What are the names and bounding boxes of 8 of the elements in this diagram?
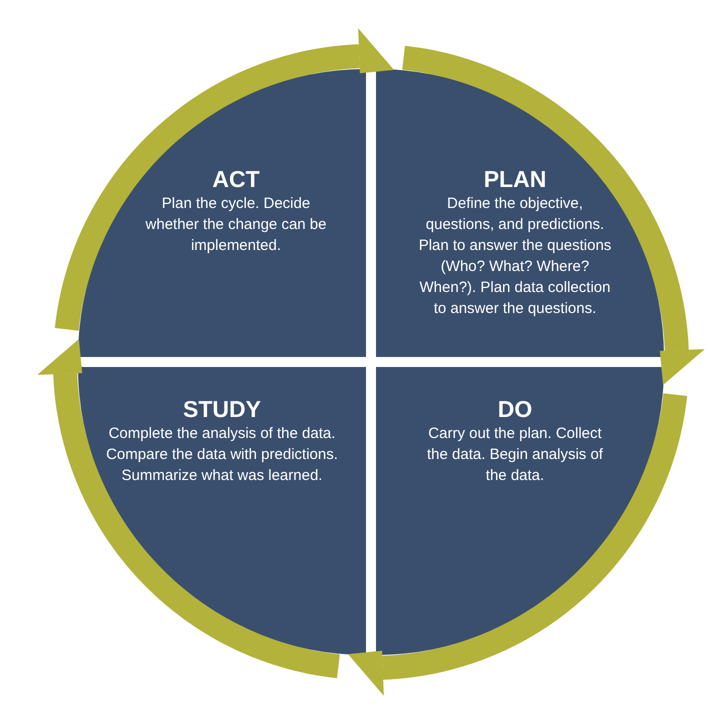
stage-description: Carry out the plan. Collect the data. Begin analysis of the data. [426,424,604,486]
stage-description: Complete the analysis of the data. Compare the data with predictions. Summarize what was learned. [105,424,339,486]
stage-description: Define the objective, questions, and predictions. Plan to answer the questions (Who? What? Where? When?). Plan data collection to answer the questions. [418,194,612,319]
stage-title: DO [496,395,534,423]
stage-title: PLAN [482,165,548,193]
stage-title: ACT [211,165,261,193]
stage-title: STUDY [182,395,262,423]
stage-description: Plan the cycle. Decide whether the change can be implemented. [144,194,328,256]
